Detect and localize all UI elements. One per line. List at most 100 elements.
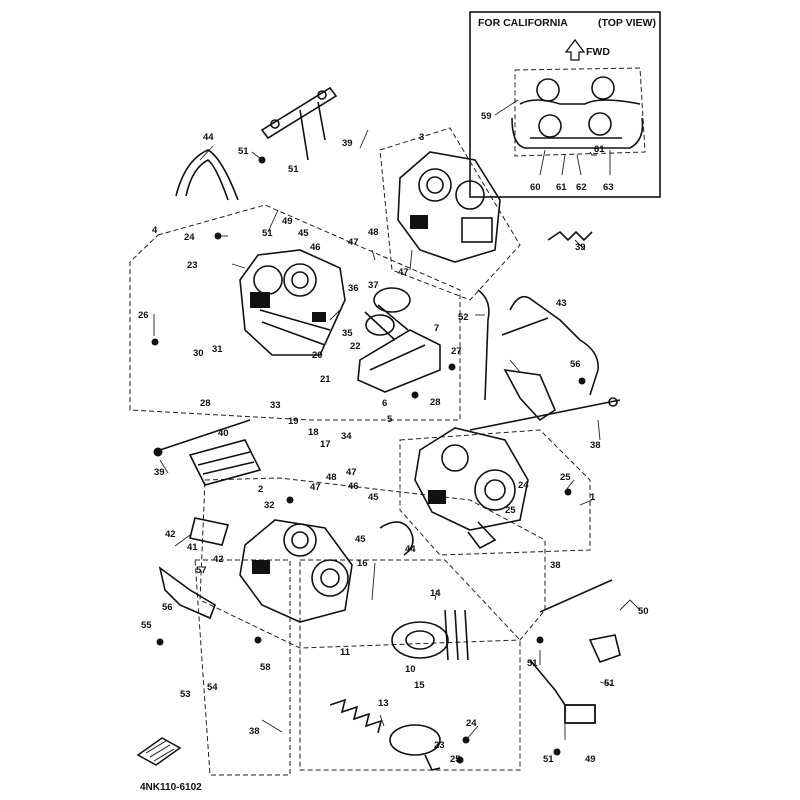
inset-callout-60: 60 xyxy=(530,182,541,193)
callout-20: 20 xyxy=(312,350,323,361)
callout-5: 5 xyxy=(387,414,393,425)
inset-callout-61: 61 xyxy=(556,182,567,193)
callout-1: 1 xyxy=(590,492,596,503)
callout-38c: 38 xyxy=(249,726,260,737)
callout-10: 10 xyxy=(405,664,416,675)
callout-21: 21 xyxy=(320,374,331,385)
callout-32: 32 xyxy=(264,500,275,511)
carburetor-body-4 xyxy=(239,249,346,356)
callout-54: 54 xyxy=(207,682,218,693)
california-inset: FOR CALIFORNIA (TOP VIEW) FWD 59 61 60 6… xyxy=(469,11,661,198)
inset-view: (TOP VIEW) xyxy=(598,17,656,29)
hose-44-lower xyxy=(379,521,414,556)
callout-15: 15 xyxy=(414,680,425,691)
callout-24: 24 xyxy=(184,232,195,243)
drawing-code: 4NK110-6102 xyxy=(140,782,202,793)
footer: 4NK110-6102 xyxy=(136,737,202,793)
callout-58: 58 xyxy=(260,662,271,673)
callout-14: 14 xyxy=(430,588,441,599)
callout-56: 56 xyxy=(570,359,581,370)
callout-51b: 51 xyxy=(288,164,299,175)
cap-23 xyxy=(389,724,441,771)
callout-27: 27 xyxy=(451,346,462,357)
rod-38 xyxy=(469,399,621,431)
callout-45c: 45 xyxy=(355,534,366,545)
callout-16: 16 xyxy=(357,558,368,569)
callout-38b: 38 xyxy=(550,560,561,571)
assembly-3-boundary xyxy=(379,127,521,301)
callout-33: 33 xyxy=(270,400,281,411)
inset-callout-62: 62 xyxy=(576,182,587,193)
callout-30: 30 xyxy=(193,348,204,359)
callout-39b: 39 xyxy=(575,242,586,253)
callout-labels: 44 51 39 3 51 49 51 4 24 23 45 46 47 48 … xyxy=(138,132,649,765)
callout-51: 51 xyxy=(238,146,249,157)
callout-25: 25 xyxy=(560,472,571,483)
screws-14 xyxy=(444,609,469,661)
inset-fwd: FWD xyxy=(586,46,610,58)
callout-13: 13 xyxy=(378,698,389,709)
callout-34: 34 xyxy=(341,431,352,442)
bracket-right xyxy=(503,368,556,422)
callout-51e: 51 xyxy=(604,678,615,689)
spring-39-top xyxy=(547,230,593,242)
callout-28: 28 xyxy=(430,397,441,408)
callout-18: 18 xyxy=(308,427,319,438)
assembly-left-boundary xyxy=(194,559,291,776)
callout-46: 46 xyxy=(310,242,321,253)
callout-49b: 49 xyxy=(585,754,596,765)
callout-41: 41 xyxy=(187,542,198,553)
forward-arrow-icon xyxy=(564,38,586,61)
shaft-39 xyxy=(159,419,251,451)
callout-23b: 23 xyxy=(434,740,445,751)
callout-51f: 51 xyxy=(543,754,554,765)
inset-callout-63: 63 xyxy=(603,182,614,193)
callout-48b: 48 xyxy=(326,472,337,483)
spring-13 xyxy=(329,698,383,734)
inset-callout-61-top: 61 xyxy=(594,144,605,155)
callout-7: 7 xyxy=(434,323,439,334)
carburetor-body-2 xyxy=(239,519,353,623)
inset-title: FOR CALIFORNIA xyxy=(478,17,568,29)
callout-55: 55 xyxy=(141,620,152,631)
callout-46b: 46 xyxy=(348,481,359,492)
rod-50 xyxy=(539,579,613,613)
callout-42b: 42 xyxy=(213,554,224,565)
assembly-1-boundary xyxy=(399,429,591,556)
callout-53: 53 xyxy=(180,689,191,700)
callout-22: 22 xyxy=(350,341,361,352)
carburetor-body-3 xyxy=(397,151,501,263)
callout-36: 36 xyxy=(348,283,359,294)
callout-51d: 51 xyxy=(527,658,538,669)
carburetor-body-1 xyxy=(414,427,529,550)
callout-45b: 45 xyxy=(368,492,379,503)
callout-11: 11 xyxy=(340,647,351,658)
assembly-2-boundary xyxy=(199,477,546,649)
callout-19: 19 xyxy=(288,416,299,427)
callout-48: 48 xyxy=(368,227,379,238)
callout-6: 6 xyxy=(382,398,387,409)
callout-29: 28 xyxy=(200,398,211,409)
callout-24b: 24 xyxy=(518,480,529,491)
hose-44-top xyxy=(175,149,239,201)
callout-49: 49 xyxy=(282,216,293,227)
assembly-boundaries xyxy=(129,127,591,776)
callout-51c: 51 xyxy=(262,228,273,239)
callout-3: 3 xyxy=(419,132,424,143)
link-rod-bracket-top xyxy=(260,86,338,161)
callout-24c: 24 xyxy=(466,718,477,729)
callout-56b: 56 xyxy=(162,602,173,613)
callout-38: 38 xyxy=(590,440,601,451)
inset-callout-59: 59 xyxy=(481,111,492,122)
callout-25c: 25 xyxy=(450,754,461,765)
callout-37: 37 xyxy=(368,280,379,291)
callout-45: 45 xyxy=(298,228,309,239)
cover-15 xyxy=(391,621,449,659)
callout-43: 43 xyxy=(556,298,567,309)
lever-57 xyxy=(158,566,216,620)
callout-25b: 25 xyxy=(505,505,516,516)
callout-47: 47 xyxy=(348,237,359,248)
callout-23: 23 xyxy=(187,260,198,271)
